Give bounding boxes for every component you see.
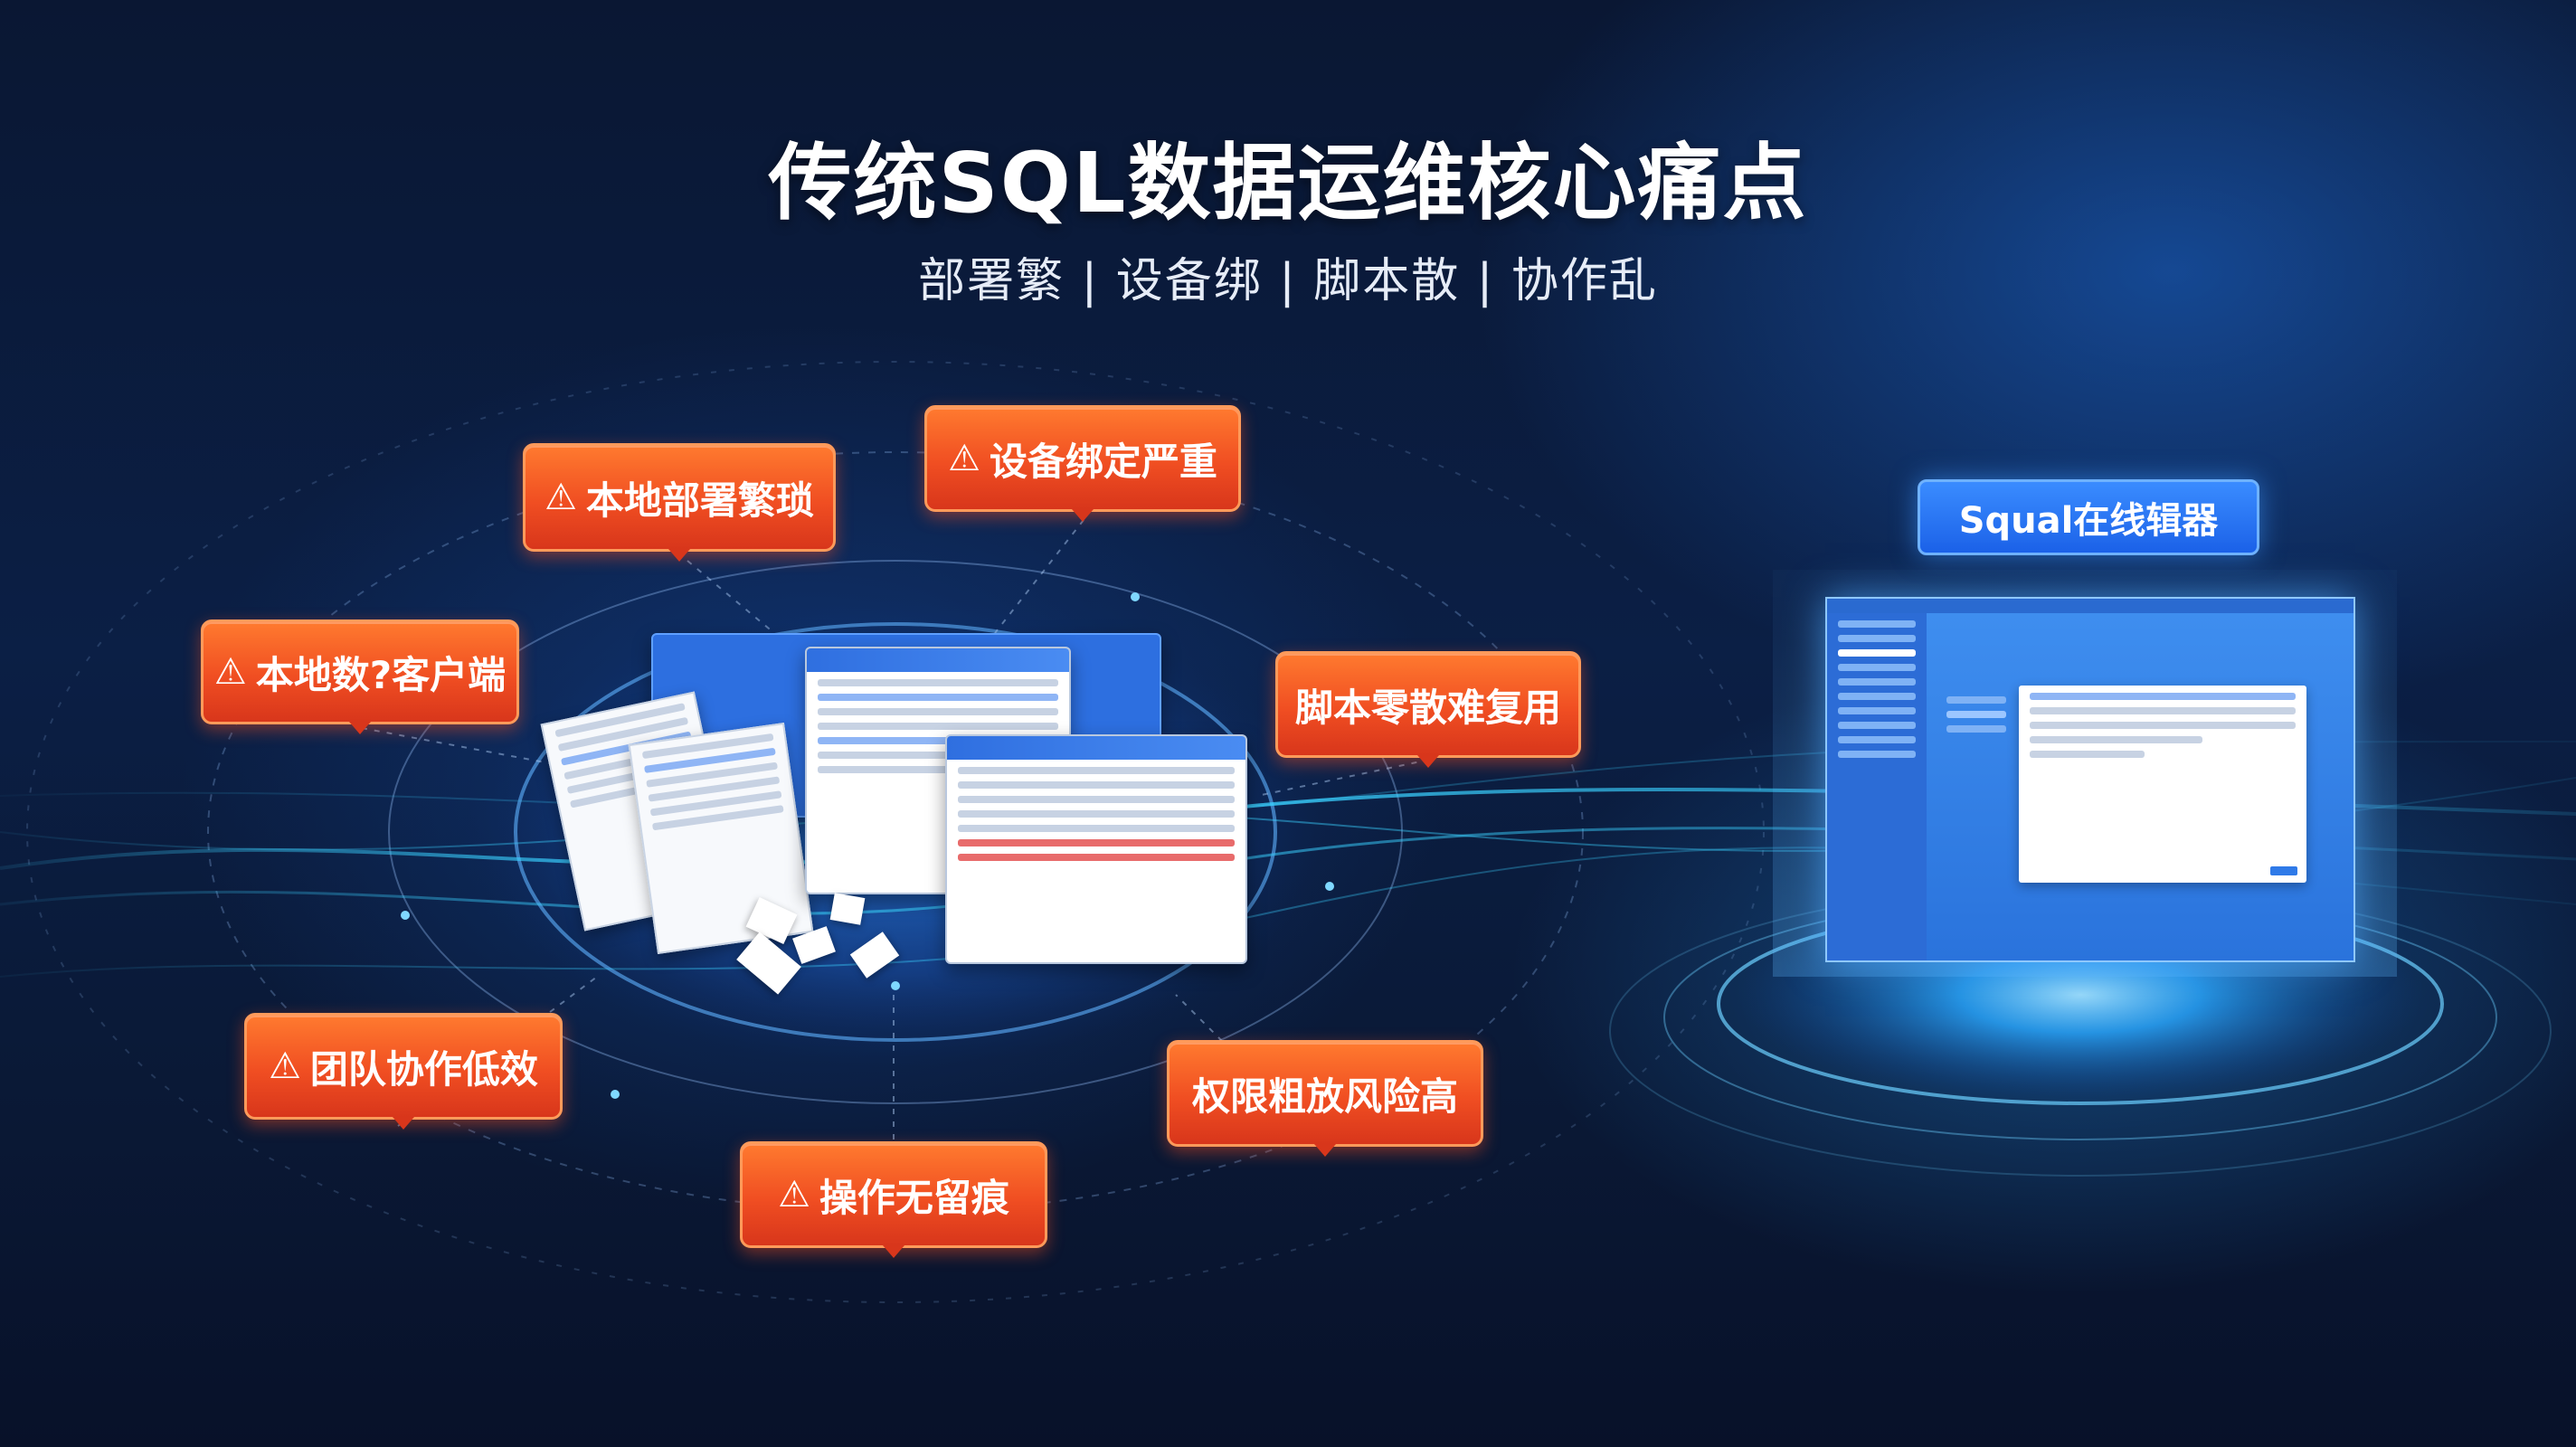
central-illustration [540,633,1248,995]
pain-point-local-deploy: ⚠ 本地部署繁琐 [523,443,836,562]
paper-fragment [829,893,866,925]
squal-editor-screen [1825,597,2355,962]
editor-dialog [2019,686,2306,883]
page-subtitle: 部署繁 | 设备绑 | 脚本散 | 协作乱 [918,254,1658,308]
editor-sidebar [1827,613,1927,960]
editor-panel [1936,689,2017,798]
pain-point-permissions: 权限粗放风险高 [1167,1040,1483,1157]
pain-point-team: ⚠ 团队协作低效 [244,1013,563,1130]
paper-fragment [849,932,900,979]
pain-point-device-binding: ⚠ 设备绑定严重 [924,405,1241,522]
dialog-window [945,734,1247,964]
editor-titlebar [1827,599,2353,613]
pain-point-local-client: ⚠ 本地数?客户端 [201,619,519,734]
warning-triangle-icon: ⚠ [778,1174,810,1215]
pain-point-scripts: 脚本零散难复用 [1275,651,1581,768]
warning-triangle-icon: ⚠ [948,438,980,479]
dialog-confirm-button [2270,866,2297,875]
page-title: 传统SQL数据运维核心痛点 [768,135,1808,232]
warning-triangle-icon: ⚠ [545,477,577,518]
sql-client-window [805,647,1071,894]
pain-point-no-trace: ⚠ 操作无留痕 [740,1141,1047,1258]
squal-editor-label: Squal在线辑器 [1918,479,2259,555]
warning-triangle-icon: ⚠ [213,651,247,693]
warning-triangle-icon: ⚠ [269,1045,301,1087]
